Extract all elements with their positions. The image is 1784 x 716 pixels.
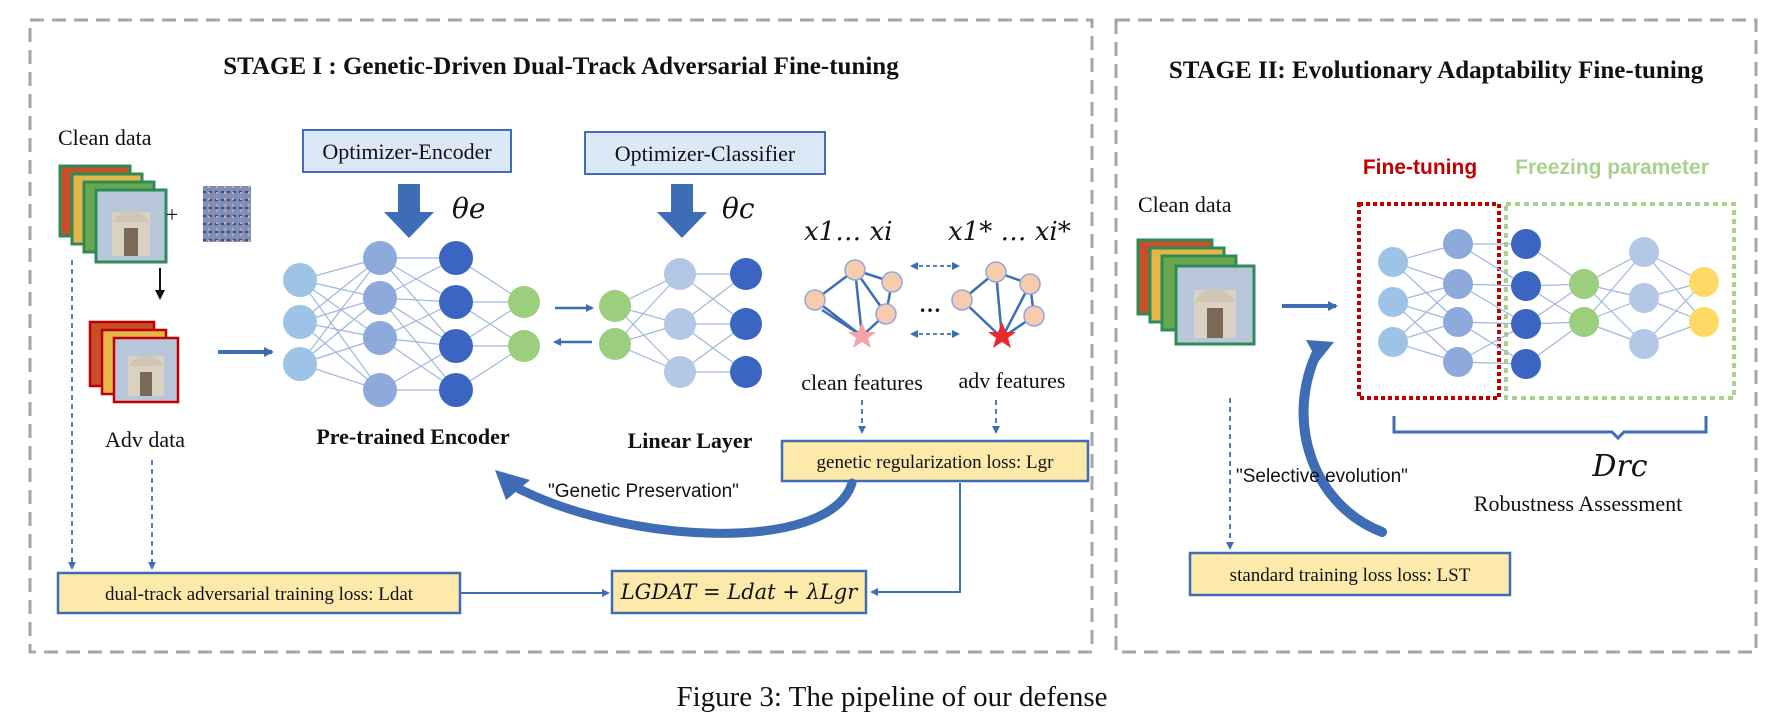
encoder-network bbox=[283, 241, 540, 407]
selective-evolution-arrowhead bbox=[1306, 340, 1334, 362]
clean-image-stack bbox=[58, 164, 168, 264]
genetic-preservation-arrowhead bbox=[495, 470, 530, 500]
theta-c-symbol: θc bbox=[722, 192, 755, 225]
plus-sign: + bbox=[166, 202, 178, 227]
linear-layer-label: Linear Layer bbox=[628, 428, 753, 453]
clean-features-label: clean features bbox=[801, 370, 923, 395]
adv-data-label: Adv data bbox=[105, 427, 185, 452]
stage2-edges bbox=[1392, 243, 1705, 365]
stage2-title: STAGE II: Evolutionary Adaptability Fine… bbox=[1169, 57, 1704, 84]
stage1-clean-data-label: Clean data bbox=[58, 125, 152, 150]
total-loss-label: LGDAT = Ldat + λLgr bbox=[620, 580, 860, 604]
optimizer-encoder-label: Optimizer-Encoder bbox=[322, 139, 492, 164]
freezing-parameter-label: Freezing parameter bbox=[1515, 156, 1709, 179]
theta-e-symbol: θe bbox=[452, 192, 485, 225]
feature-link-arrows bbox=[910, 262, 960, 338]
stage2-clean-data-label: Clean data bbox=[1138, 192, 1232, 217]
genetic-preservation-label: "Genetic Preservation" bbox=[548, 481, 739, 502]
genetic-to-total-connector bbox=[870, 483, 961, 596]
dual-loss-label: dual-track adversarial training loss: Ld… bbox=[105, 584, 414, 605]
adv-feature-graph bbox=[951, 261, 1045, 348]
selective-evolution-arrow bbox=[1298, 345, 1387, 537]
clean-feature-star bbox=[848, 322, 876, 348]
stage2-panel bbox=[1114, 18, 1758, 654]
fine-tuning-region bbox=[1357, 202, 1501, 400]
genetic-loss-box bbox=[780, 439, 1090, 483]
classifier-update-arrow bbox=[657, 184, 707, 238]
graph-ellipsis: … bbox=[919, 292, 941, 317]
standard-loss-label: standard training loss loss: LST bbox=[1230, 565, 1471, 586]
clean-feature-graph bbox=[804, 259, 903, 348]
stage2-clean-image-stack bbox=[1136, 238, 1256, 346]
encoder-label: Pre-trained Encoder bbox=[316, 424, 510, 449]
drc-symbol: Drc bbox=[1591, 449, 1647, 484]
robustness-assessment-label: Robustness Assessment bbox=[1474, 491, 1682, 516]
genetic-preservation-arrow bbox=[503, 478, 857, 538]
standard-loss-box bbox=[1188, 551, 1512, 597]
encoder-update-arrow bbox=[384, 184, 434, 238]
stage1-panel bbox=[28, 18, 1094, 654]
encoder-edges bbox=[299, 257, 525, 391]
optimizer-classifier-label: Optimizer-Classifier bbox=[615, 141, 796, 166]
adv-features-label: adv features bbox=[959, 368, 1066, 393]
figure-caption: Figure 3: The pipeline of our defense bbox=[676, 681, 1107, 713]
stage2-network bbox=[1378, 229, 1719, 379]
adv-sample-notation: x1* … xi* bbox=[948, 217, 1071, 247]
genetic-loss-label: genetic regularization loss: Lgr bbox=[817, 452, 1055, 473]
optimizer-classifier-box bbox=[584, 131, 826, 175]
clean-sample-notation: x1… xi bbox=[804, 217, 892, 247]
linear-layer-network bbox=[599, 258, 762, 388]
noise-pattern bbox=[203, 186, 251, 242]
linear-edges bbox=[614, 273, 747, 373]
stage1-title: STAGE I : Genetic-Driven Dual-Track Adve… bbox=[223, 53, 899, 80]
adv-image-stack bbox=[88, 320, 180, 404]
freezing-region bbox=[1504, 202, 1736, 400]
fine-tuning-label: Fine-tuning bbox=[1363, 156, 1477, 179]
selective-evolution-label: "Selective evolution" bbox=[1236, 466, 1408, 487]
adv-feature-star bbox=[988, 322, 1016, 348]
robustness-brace bbox=[1392, 416, 1708, 441]
total-loss-box bbox=[610, 569, 868, 615]
optimizer-encoder-box bbox=[302, 129, 512, 173]
